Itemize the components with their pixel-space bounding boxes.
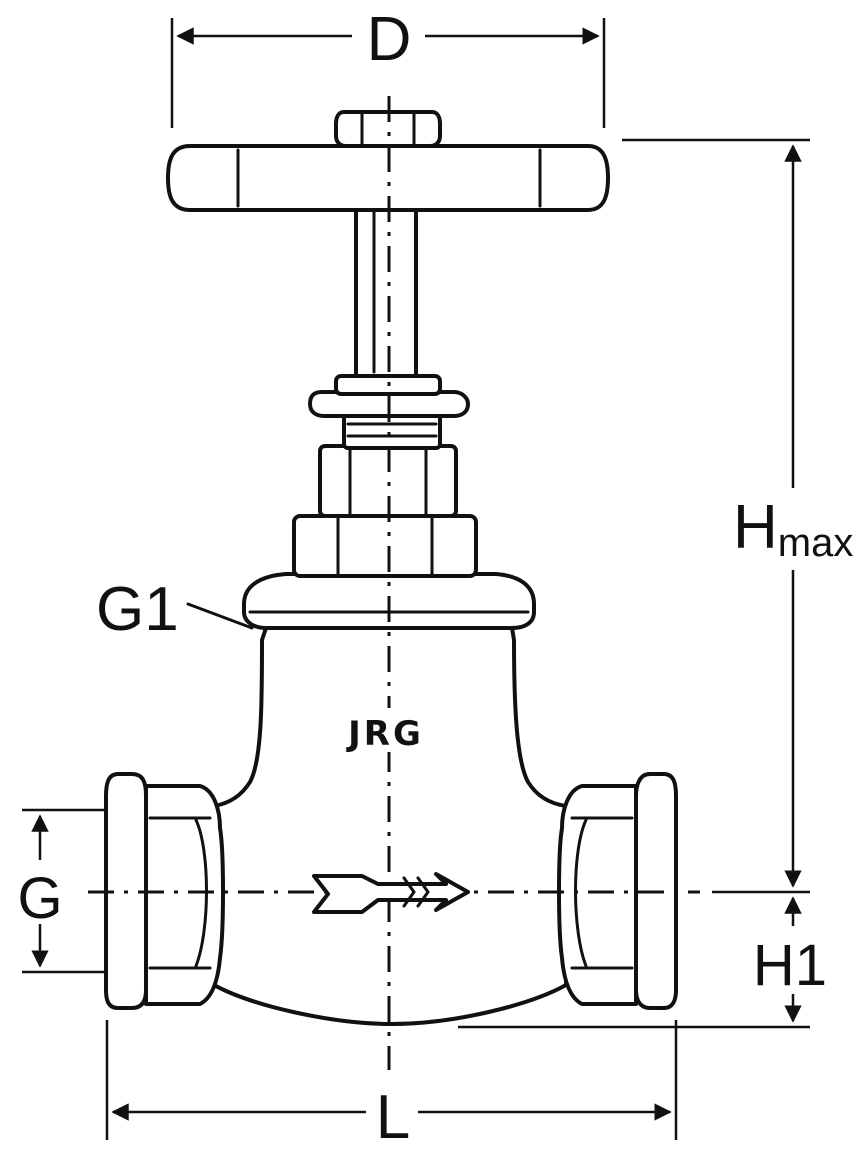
dimension-hmax: Hmax [622, 138, 853, 888]
label-hmax: Hmax [733, 493, 853, 565]
dimension-d: D [170, 5, 606, 128]
dimension-l: L [105, 1020, 678, 1152]
label-g1: G1 [96, 575, 179, 644]
valve-stem [354, 198, 418, 378]
brand-mark-jrg: JRG [346, 714, 424, 754]
flow-direction-arrow-icon [312, 872, 470, 914]
label-h1: H1 [753, 933, 827, 998]
dimension-h1: H1 [458, 890, 827, 1029]
label-l: L [376, 1083, 410, 1152]
thread-g1-callout: G1 [96, 575, 254, 644]
gland-thread [342, 412, 442, 450]
dimension-g: G [17, 808, 112, 974]
handle-bar [166, 144, 610, 212]
bonnet-hex [292, 514, 478, 578]
body-casting [212, 626, 568, 1026]
label-g: G [17, 866, 62, 931]
label-d: D [367, 5, 412, 74]
